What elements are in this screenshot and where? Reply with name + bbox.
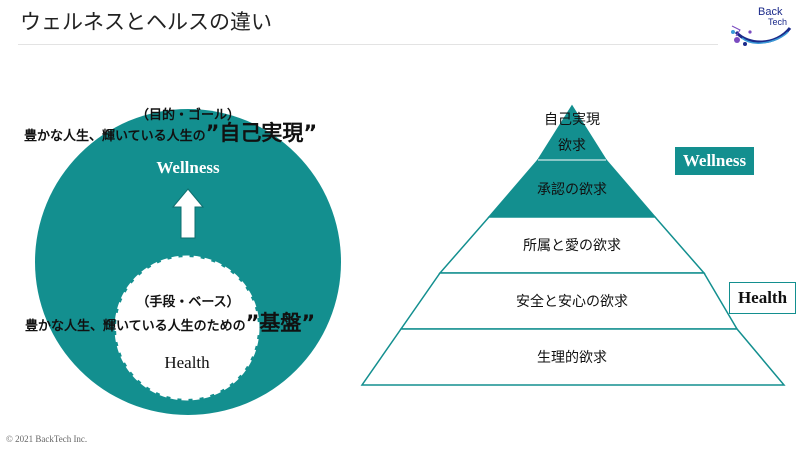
- backtech-logo-icon: [731, 25, 792, 46]
- tier-1-label-top: 自己実現: [544, 112, 600, 128]
- title-divider: [18, 44, 718, 45]
- logo-word-tech: Tech: [768, 17, 788, 27]
- goal-line: 豊かな人生、輝いている人生の: [24, 128, 206, 144]
- wellness-tag: Wellness: [675, 147, 754, 175]
- tier-4-label: 安全と安心の欲求: [516, 293, 628, 310]
- logo-wordmark: Back Tech: [758, 6, 788, 28]
- tier-1-label: 欲求: [558, 138, 586, 154]
- up-arrow-icon: [171, 188, 205, 239]
- page-title: ウェルネスとヘルスの違い: [20, 10, 272, 34]
- goal-label: （目的・ゴール）: [136, 107, 240, 123]
- health-circle: [114, 255, 260, 401]
- health-tag: Health: [729, 282, 796, 314]
- base-line: 豊かな人生、輝いている人生のための: [25, 318, 246, 334]
- goal-statement: 豊かな人生、輝いている人生の”自己実現”: [24, 121, 317, 145]
- tier-5-label: 生理的欲求: [537, 350, 607, 366]
- copyright-footer: © 2021 BackTech Inc.: [6, 434, 88, 444]
- health-label: Health: [164, 353, 210, 372]
- base-statement: 豊かな人生、輝いている人生のための”基盤”: [25, 311, 315, 335]
- logo-word-back: Back: [758, 6, 783, 18]
- pyramid-tier-physiological: [360, 328, 786, 386]
- goal-emphasis: ”自己実現”: [206, 121, 318, 145]
- base-emphasis: ”基盤”: [246, 311, 316, 335]
- base-label: （手段・ベース）: [136, 294, 239, 310]
- wellness-label: Wellness: [156, 158, 220, 177]
- tier-2-label: 承認の欲求: [537, 182, 607, 198]
- tier-3-label: 所属と愛の欲求: [523, 238, 621, 254]
